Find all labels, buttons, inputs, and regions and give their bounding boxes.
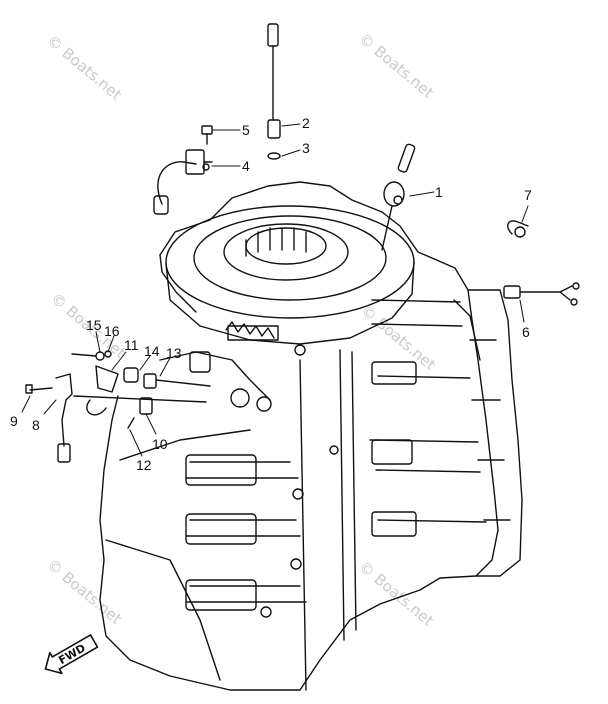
callout-label: 12	[136, 457, 152, 473]
part-7-clip	[507, 220, 529, 238]
callout-label: 5	[242, 122, 250, 138]
watermark: © Boats.net	[355, 29, 437, 102]
flywheel-cover	[165, 205, 415, 345]
callout-label: 9	[10, 413, 18, 429]
part-6-sender	[503, 282, 580, 306]
linkage-assembly	[25, 350, 272, 463]
callout-label: 2	[302, 115, 310, 131]
callout-labels: 1 2 3 4 5 6 7 8 9 10 11 12 13 14 15 16	[10, 115, 532, 473]
callout-label: 3	[302, 140, 310, 156]
callout-label: 4	[242, 158, 250, 174]
callout-label: 1	[435, 184, 443, 200]
callout-label: 13	[166, 345, 182, 361]
callout-label: 14	[144, 343, 160, 359]
part-3-washer	[267, 152, 281, 160]
part-5-bolt	[201, 125, 213, 145]
part-4-lead-assembly	[153, 149, 213, 215]
callout-label: 16	[104, 323, 120, 339]
part-1-switch	[381, 143, 416, 251]
watermark: © Boats.net	[43, 31, 125, 104]
callout-label: 7	[524, 187, 532, 203]
callout-label: 15	[86, 317, 102, 333]
watermark: © Boats.net	[355, 557, 437, 630]
watermarks: © Boats.net © Boats.net © Boats.net © Bo…	[43, 29, 439, 630]
watermark: © Boats.net	[43, 555, 125, 628]
fwd-arrow: FWD	[44, 634, 99, 675]
callout-label: 6	[522, 324, 530, 340]
callout-label: 10	[152, 436, 168, 452]
watermark: © Boats.net	[357, 301, 439, 374]
callout-label: 11	[124, 337, 139, 353]
engine-block	[99, 181, 523, 691]
part-2-sensor	[267, 23, 281, 139]
leader-lines	[21, 123, 529, 457]
callout-label: 8	[32, 417, 40, 433]
